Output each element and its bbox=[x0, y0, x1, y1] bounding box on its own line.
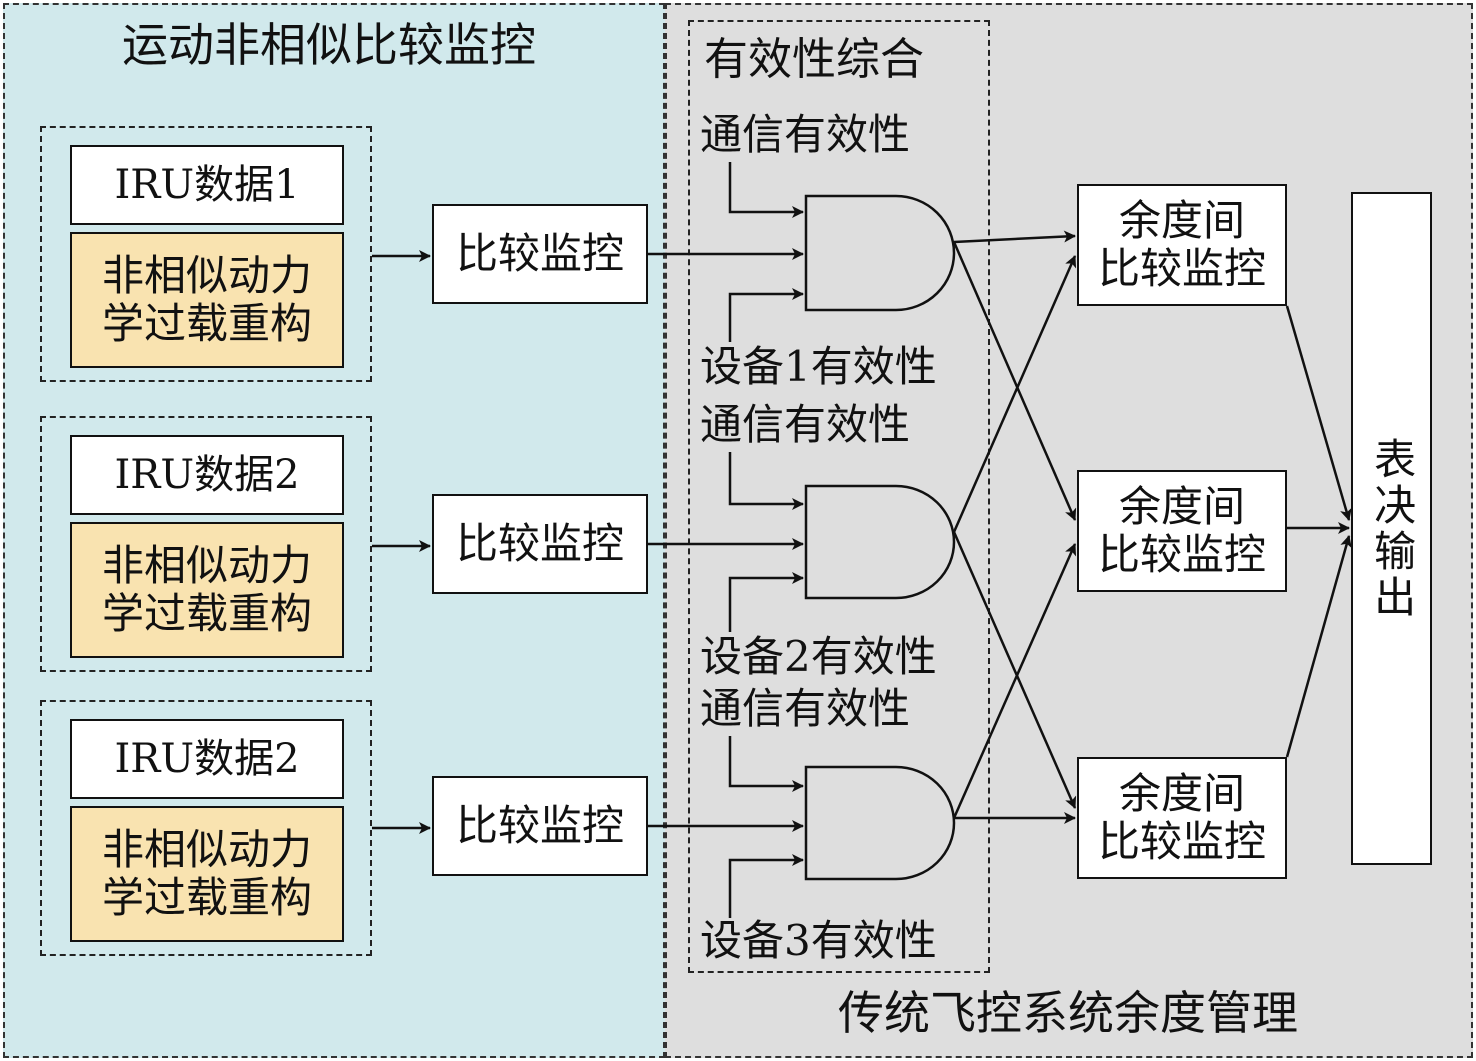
compare-monitor-box: 比较监控 bbox=[432, 776, 648, 876]
comm-validity-label: 通信有效性 bbox=[700, 684, 911, 733]
arrow-mon3-to-vote bbox=[1285, 535, 1352, 758]
device-validity-label: 设备2有效性 bbox=[700, 632, 937, 681]
redundancy-compare-box: 余度间比较监控 bbox=[1077, 757, 1287, 879]
arrow-gate2-to-mon3 bbox=[952, 531, 1077, 809]
validity-group bbox=[688, 20, 990, 973]
and-gate-2 bbox=[804, 484, 956, 600]
vote-output-box: 表决输出 bbox=[1351, 192, 1432, 865]
arrow-gate1-to-mon1 bbox=[953, 230, 1076, 244]
comm-validity-label: 通信有效性 bbox=[700, 400, 911, 449]
arrow-comm-validity-2 bbox=[728, 452, 804, 510]
arrow-comm-validity-3 bbox=[728, 736, 804, 792]
and-gate-3 bbox=[804, 765, 956, 881]
arrow-device-validity-2 bbox=[728, 572, 804, 632]
iru-data-box: IRU数据2 bbox=[70, 435, 344, 515]
arrow-comm-validity-1 bbox=[728, 162, 804, 218]
arrow-gate3-to-mon2 bbox=[952, 543, 1077, 819]
arrow-gate1-to-mon2 bbox=[952, 241, 1077, 521]
arrow-device-validity-3 bbox=[728, 854, 804, 918]
channel-3-group bbox=[40, 700, 372, 956]
device-validity-label: 设备1有效性 bbox=[700, 342, 937, 391]
reconstruct-box: 非相似动力学过载重构 bbox=[70, 232, 344, 368]
reconstruct-box: 非相似动力学过载重构 bbox=[70, 806, 344, 942]
right-panel-title: 传统飞控系统余度管理 bbox=[838, 986, 1298, 1040]
validity-group-title: 有效性综合 bbox=[704, 34, 924, 85]
device-validity-label: 设备3有效性 bbox=[700, 916, 937, 965]
iru-data-box: IRU数据2 bbox=[70, 719, 344, 799]
left-panel-title: 运动非相似比较监控 bbox=[122, 18, 536, 72]
arrow-mon1-to-vote bbox=[1285, 305, 1352, 521]
channel-1-group bbox=[40, 126, 372, 382]
arrow-device-validity-1 bbox=[728, 288, 804, 342]
redundancy-compare-box: 余度间比较监控 bbox=[1077, 470, 1287, 592]
comm-validity-label: 通信有效性 bbox=[700, 110, 911, 159]
reconstruct-box: 非相似动力学过载重构 bbox=[70, 522, 344, 658]
iru-data-box: IRU数据1 bbox=[70, 145, 344, 225]
redundancy-compare-box: 余度间比较监控 bbox=[1077, 184, 1287, 306]
arrow-gate2-to-mon1 bbox=[952, 255, 1077, 533]
compare-monitor-box: 比较监控 bbox=[432, 204, 648, 304]
and-gate-1 bbox=[804, 194, 956, 312]
compare-monitor-box: 比较监控 bbox=[432, 494, 648, 594]
channel-2-group bbox=[40, 416, 372, 672]
